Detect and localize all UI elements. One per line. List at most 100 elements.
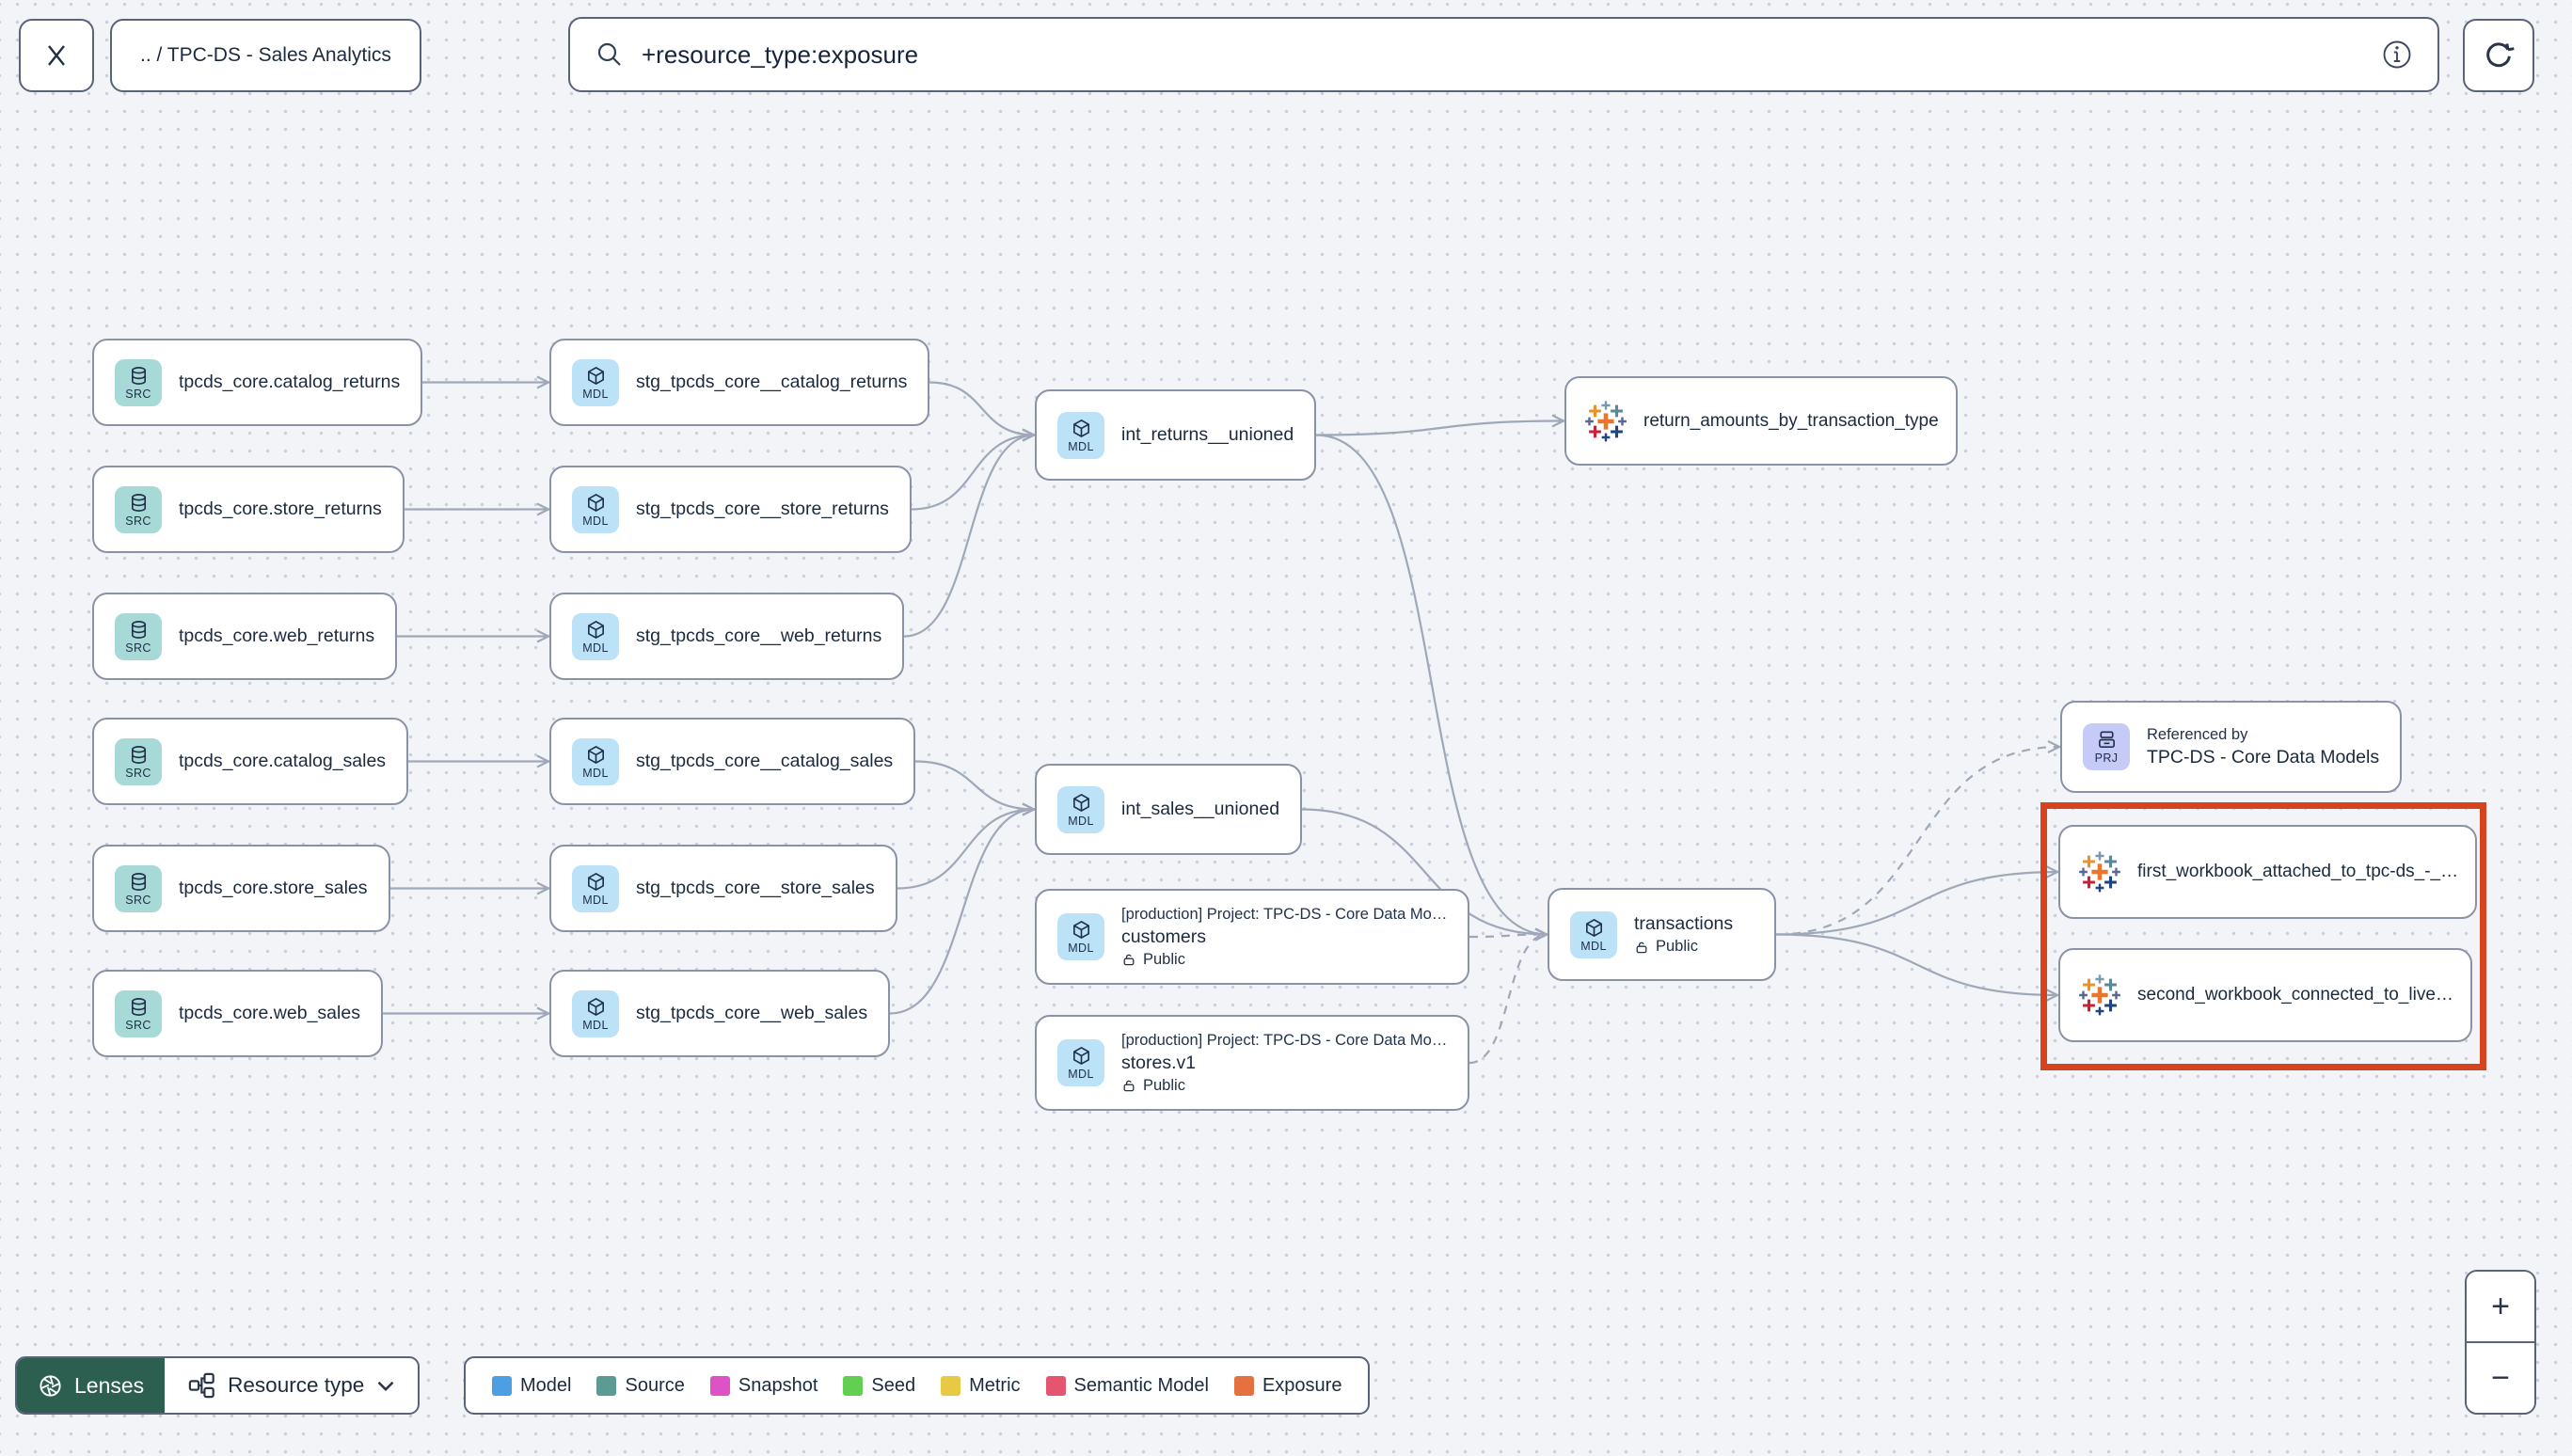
- node-title: transactions: [1634, 913, 1734, 934]
- aperture-icon: [40, 1374, 61, 1397]
- edge-stg-store-sales-to-int-sales: [897, 802, 1037, 890]
- edge-stores-to-transactions: [1469, 927, 1549, 1065]
- edge-customers-to-transactions: [1469, 927, 1549, 942]
- source-badge-icon: SRC: [115, 864, 162, 912]
- model-badge-icon: MDL: [1057, 913, 1104, 960]
- node-stores[interactable]: MDL[production] Project: TPC-DS - Core D…: [1035, 1015, 1470, 1111]
- unlocked-icon: [1123, 954, 1135, 966]
- close-button[interactable]: [19, 19, 94, 92]
- lenses-label: Lenses: [74, 1372, 145, 1398]
- node-title: stg_tpcds_core__store_sales: [636, 878, 875, 898]
- node-title: return_amounts_by_transaction_type: [1643, 410, 1939, 431]
- info-icon[interactable]: [2381, 39, 2413, 71]
- edge-transactions-to-wb-first: [1775, 865, 2060, 936]
- edge-stg-catalog-sales-to-int-sales: [914, 760, 1037, 816]
- node-title: tpcds_core.web_returns: [179, 625, 375, 646]
- legend-label: Semantic Model: [1073, 1374, 1209, 1396]
- node-access: Public: [1634, 938, 1733, 956]
- legend-label: Snapshot: [738, 1374, 818, 1396]
- edge-transactions-to-referenced-project: [1775, 740, 2062, 936]
- node-stg-catalog-sales[interactable]: MDL stg_tpcds_core__catalog_sales: [549, 718, 916, 805]
- legend-swatch: [596, 1375, 617, 1396]
- node-customers[interactable]: MDL[production] Project: TPC-DS - Core D…: [1035, 889, 1470, 985]
- model-badge-icon: MDL: [572, 989, 619, 1037]
- node-stg-store-sales[interactable]: MDL stg_tpcds_core__store_sales: [549, 845, 897, 932]
- source-badge-icon: SRC: [115, 612, 162, 660]
- search-bar[interactable]: [568, 17, 2439, 92]
- breadcrumb[interactable]: .. / TPC-DS - Sales Analytics: [110, 19, 421, 92]
- zoom-controls: + −: [2465, 1270, 2536, 1415]
- legend-label: Source: [625, 1374, 685, 1396]
- node-src-catalog-sales[interactable]: SRC tpcds_core.catalog_sales: [92, 718, 409, 805]
- model-badge-icon: MDL: [572, 612, 619, 660]
- zoom-in-button[interactable]: +: [2467, 1272, 2534, 1341]
- lens-control: Lenses Resource type: [15, 1356, 421, 1415]
- node-access: Public: [1121, 951, 1447, 969]
- node-title: int_returns__unioned: [1121, 424, 1294, 445]
- node-referenced-project[interactable]: PRJ Referenced by TPC-DS - Core Data Model…: [2060, 701, 2403, 793]
- model-badge-icon: MDL: [1570, 910, 1617, 958]
- node-wb-first[interactable]: first_workbook_attached_to_tpc-ds_-_…: [2058, 825, 2478, 919]
- legend-label: Seed: [871, 1374, 916, 1396]
- legend-swatch: [1233, 1375, 1254, 1396]
- legend-label: Metric: [969, 1374, 1021, 1396]
- resource-type-icon: [188, 1372, 214, 1399]
- model-badge-icon: MDL: [572, 358, 619, 406]
- model-badge-icon: MDL: [1057, 785, 1104, 833]
- resource-type-dropdown[interactable]: Resource type: [165, 1358, 418, 1413]
- search-input[interactable]: [642, 40, 2364, 70]
- node-title: stg_tpcds_core__catalog_sales: [636, 751, 894, 771]
- model-badge-icon: MDL: [572, 485, 619, 533]
- legend-swatch: [843, 1375, 864, 1396]
- node-title: stores.v1: [1121, 1052, 1197, 1073]
- legend-item-seed: Seed: [843, 1375, 915, 1397]
- node-src-web-returns[interactable]: SRC tpcds_core.web_returns: [92, 593, 398, 680]
- edge-stg-catalog-returns-to-int-returns: [929, 381, 1037, 442]
- source-badge-icon: SRC: [115, 485, 162, 533]
- model-badge-icon: MDL: [572, 737, 619, 785]
- node-src-store-returns[interactable]: SRC tpcds_core.store_returns: [92, 466, 405, 553]
- resource-type-legend: Model Source Snapshot Seed Metric Semantic Mo…: [464, 1356, 1371, 1415]
- node-title: stg_tpcds_core__web_sales: [636, 1003, 868, 1023]
- unlocked-icon: [1636, 942, 1647, 953]
- edge-stg-web-sales-to-int-sales: [889, 802, 1037, 1015]
- legend-item-metric: Metric: [941, 1374, 1021, 1397]
- node-title: tpcds_core.web_sales: [179, 1003, 360, 1023]
- node-title: tpcds_core.store_returns: [179, 499, 382, 519]
- node-title: second_workbook_connected_to_live…: [2137, 985, 2453, 1005]
- legend-swatch: [492, 1375, 512, 1396]
- node-subtitle: Referenced by: [2147, 725, 2248, 743]
- node-title: first_workbook_attached_to_tpc-ds_-_…: [2137, 862, 2459, 881]
- source-badge-icon: SRC: [115, 737, 162, 785]
- refresh-button[interactable]: [2463, 19, 2534, 92]
- tableau-exposure-icon: [1585, 400, 1627, 441]
- node-stg-web-sales[interactable]: MDL stg_tpcds_core__web_sales: [549, 970, 891, 1057]
- model-badge-icon: MDL: [572, 864, 619, 912]
- node-title: customers: [1121, 926, 1206, 947]
- project-badge-icon: PRJ: [2083, 723, 2130, 770]
- node-wb-second[interactable]: second_workbook_connected_to_live…: [2058, 948, 2472, 1042]
- legend-swatch: [941, 1375, 961, 1396]
- edge-int-returns-to-transactions: [1315, 434, 1549, 942]
- node-title: tpcds_core.store_sales: [179, 878, 368, 898]
- legend-item-source: Source: [596, 1374, 685, 1397]
- legend-label: Model: [520, 1374, 572, 1396]
- tableau-exposure-icon: [2079, 974, 2120, 1016]
- node-title: TPC-DS - Core Data Models: [2147, 746, 2380, 768]
- search-icon: [597, 42, 621, 66]
- lenses-button[interactable]: Lenses: [17, 1358, 166, 1413]
- node-src-store-sales[interactable]: SRC tpcds_core.store_sales: [92, 845, 390, 932]
- node-title: tpcds_core.catalog_sales: [179, 751, 387, 771]
- node-return-amounts[interactable]: return_amounts_by_transaction_type: [1564, 376, 1958, 466]
- zoom-out-button[interactable]: −: [2467, 1341, 2534, 1413]
- legend-item-snapshot: Snapshot: [709, 1374, 818, 1397]
